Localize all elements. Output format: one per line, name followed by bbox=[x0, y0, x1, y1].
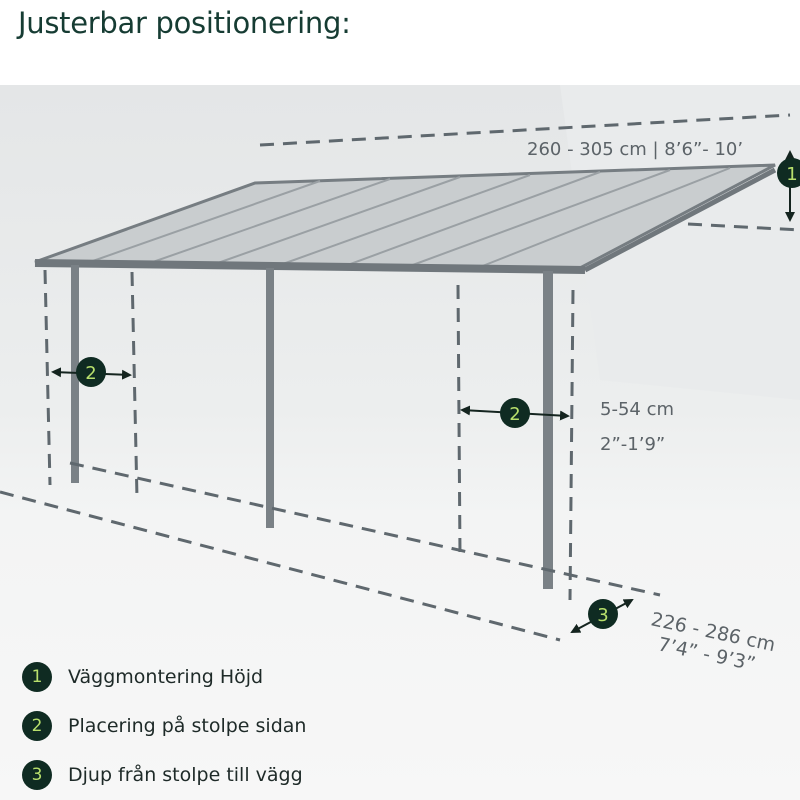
marker-3: 3 bbox=[588, 599, 618, 629]
legend-label: Djup från stolpe till vägg bbox=[68, 764, 303, 786]
roof-ribs bbox=[89, 167, 731, 268]
legend-label: Väggmontering Höjd bbox=[68, 666, 264, 688]
number-badge: 2 bbox=[22, 711, 52, 741]
svg-text:3: 3 bbox=[597, 605, 608, 626]
offset-metric-label: 5-54 cm bbox=[600, 399, 675, 420]
height-range-label: 260 - 305 cm | 8’6”- 10’ bbox=[527, 139, 744, 160]
offset-imperial-label: 2”-1’9” bbox=[600, 434, 666, 455]
wall bbox=[560, 85, 800, 400]
pergola-diagram: 1 2 2 3 226 - 286 cm 7’4” - 9’3” bbox=[0, 85, 800, 800]
dashed-guides bbox=[0, 113, 800, 642]
marker-2a: 2 bbox=[76, 357, 106, 387]
number-badge: 3 bbox=[22, 760, 52, 790]
side-beam bbox=[583, 167, 777, 273]
legend-item-1: 1 Väggmontering Höjd bbox=[22, 662, 263, 692]
svg-text:1: 1 bbox=[786, 164, 797, 185]
svg-text:2: 2 bbox=[85, 363, 96, 384]
marker-1: 1 bbox=[777, 158, 800, 188]
number-badge: 1 bbox=[22, 662, 52, 692]
marker-2b: 2 bbox=[500, 398, 530, 428]
legend-item-3: 3 Djup från stolpe till vägg bbox=[22, 760, 303, 790]
front-beam bbox=[34, 259, 586, 274]
legend-label: Placering på stolpe sidan bbox=[68, 715, 307, 737]
legend-item-2: 2 Placering på stolpe sidan bbox=[22, 711, 306, 741]
svg-text:2: 2 bbox=[509, 404, 520, 425]
page-title: Justerbar positionering: bbox=[18, 6, 351, 40]
